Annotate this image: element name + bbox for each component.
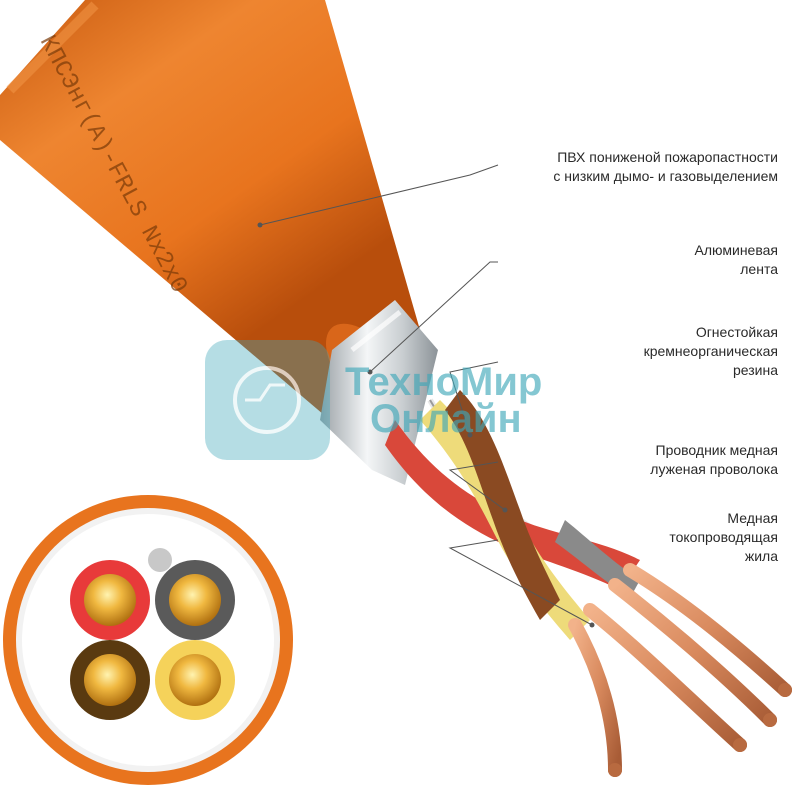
core-yellow-section: [155, 640, 235, 720]
callout-rubber-line3: резина: [732, 362, 778, 378]
cross-section: [3, 495, 293, 785]
callout-pvc-line1: ПВХ пониженой пожаропастности: [557, 149, 778, 165]
callout-core-line3: жила: [744, 548, 778, 564]
callout-copper-core: Медная токопроводящая жила: [669, 509, 778, 566]
pointer-dot-drain: [502, 507, 508, 513]
watermark-logo: [205, 340, 330, 460]
callout-aluminium-foil: Алюминевая лента: [695, 241, 778, 279]
callout-rubber-line2: кремнеорганическая: [643, 343, 778, 359]
insulated-cores: [385, 390, 640, 640]
leader-lines: [259, 164, 593, 626]
watermark-line2: Онлайн: [370, 397, 522, 441]
callout-pvc-sheath: ПВХ пониженой пожаропастности с низким д…: [553, 148, 778, 186]
pointer-dot-core: [589, 622, 595, 628]
watermark: ТехноМир Онлайн: [205, 340, 542, 460]
callout-foil-line1: Алюминевая: [694, 242, 778, 258]
callout-rubber-line1: Огнестойкая: [695, 324, 778, 340]
callout-foil-line2: лента: [740, 261, 778, 277]
copper-conductors: [568, 563, 792, 777]
callout-drain-wire: Проводник медная луженая проволока: [650, 441, 778, 479]
watermark-line1: ТехноМир: [345, 360, 542, 404]
callout-drain-line1: Проводник медная: [655, 442, 779, 458]
pointer-dot-pvc: [257, 222, 263, 228]
core-brown-section: [70, 640, 150, 720]
core-red-section: [70, 560, 150, 640]
pointer-dot-rubber: [467, 432, 473, 438]
core-grey-section: [155, 560, 235, 640]
callout-core-line2: токопроводящая: [669, 529, 778, 545]
callout-silicone-rubber: Огнестойкая кремнеорганическая резина: [644, 323, 778, 380]
callout-pvc-line2: с низким дымо- и газовыделением: [553, 168, 778, 184]
callout-drain-line2: луженая проволока: [650, 461, 778, 477]
callout-core-line1: Медная: [727, 510, 778, 526]
pointer-dot-foil: [367, 369, 373, 375]
